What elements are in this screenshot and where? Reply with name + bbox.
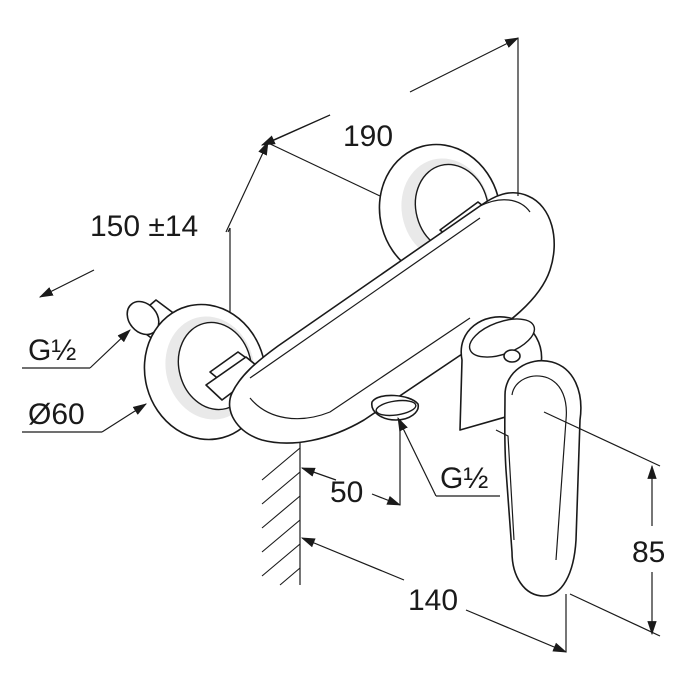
dimension-140-label: 140 [408,584,458,617]
inlet-thread-label: G½ [28,334,76,367]
dimension-140: 140 [300,537,568,653]
leader-outlet-thread: G½ [397,416,500,497]
wall-hatching [261,440,301,586]
dimension-85: 85 [543,411,665,637]
dimension-50: 50 [300,424,402,509]
spout-outlet [371,394,420,421]
leader-inlet-thread: G½ [22,329,131,369]
dimension-190: 190 [260,37,520,197]
dimension-85-label: 85 [632,536,665,569]
dimension-50-label: 50 [330,476,363,509]
mixer-body [228,191,555,444]
rosette-diameter-label: Ø60 [28,398,85,431]
leader-rosette-diameter: Ø60 [22,398,147,433]
dimension-190-label: 190 [343,120,393,153]
lever-handle [495,359,582,597]
outlet-thread-label: G½ [440,462,488,495]
dimension-150-label: 150 ±14 [90,210,198,243]
rosette-left [143,303,267,441]
dimension-150: 150 ±14 [38,140,269,312]
